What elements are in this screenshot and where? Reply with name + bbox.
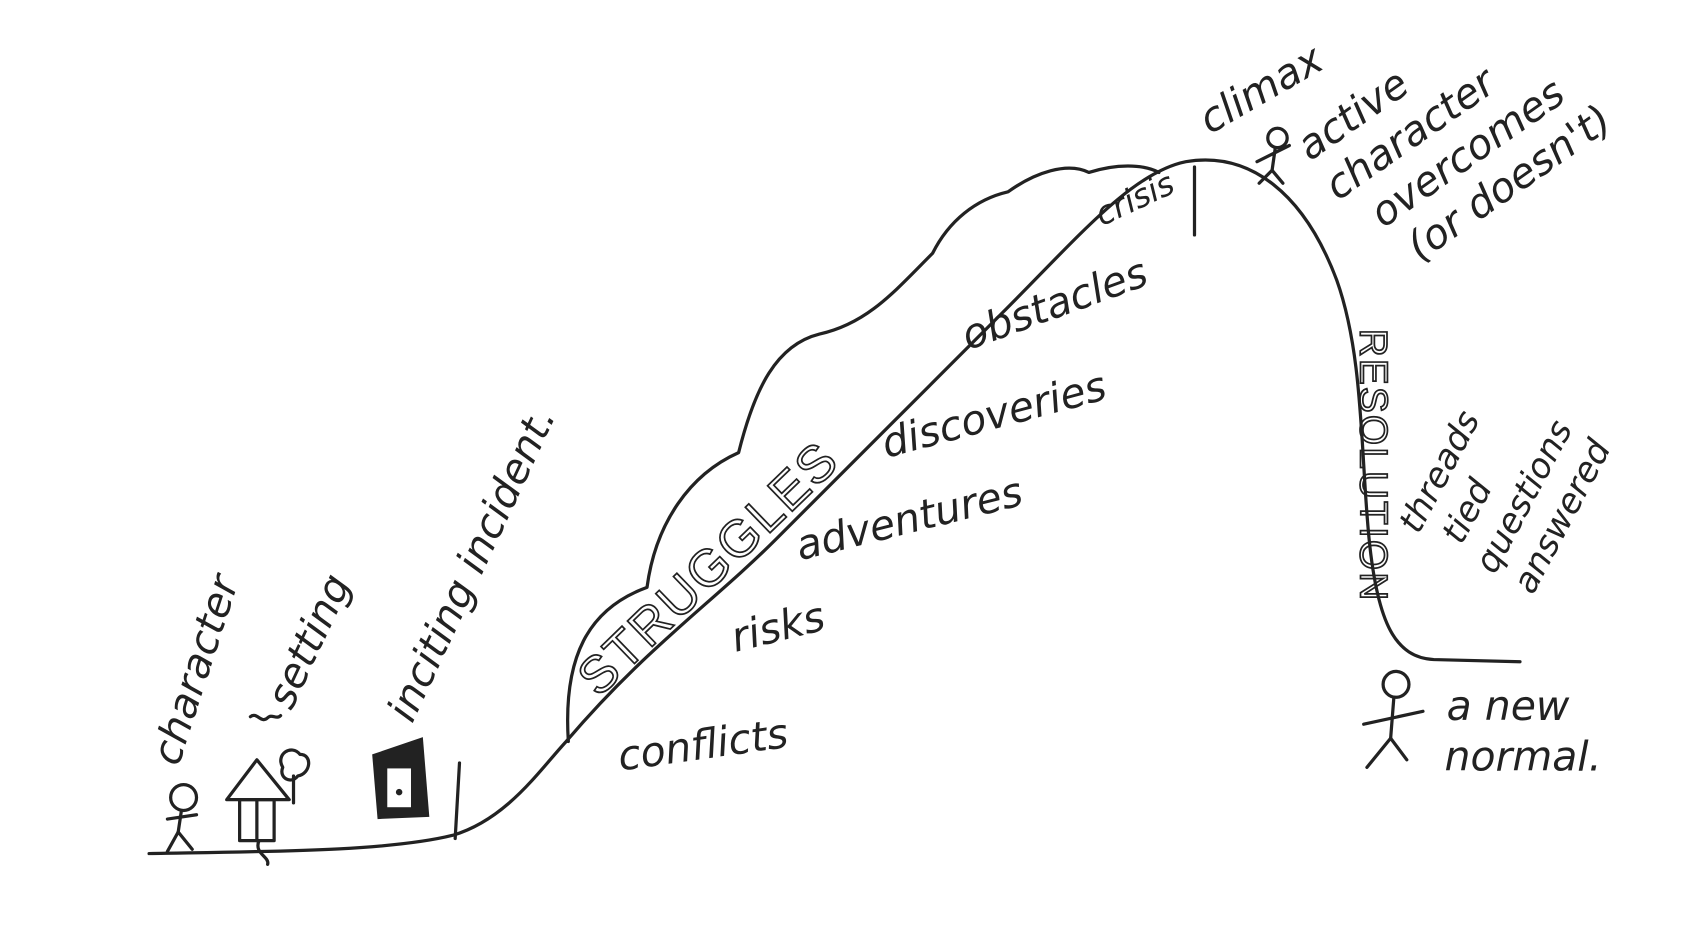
label-risks: risks [726,592,829,661]
character-figure-icon [165,782,199,854]
setting-pointer-icon [248,713,283,722]
label-inciting-incident: inciting incident. [378,399,566,728]
inciting-incident-marker [453,761,462,841]
climax-note: active character overcomes (or doesn't) [1288,57,1620,271]
label-character: character [142,567,249,770]
label-discoveries: discoveries [876,362,1111,468]
tree-icon [279,748,311,805]
resolution-note: threads tied questions answered [1391,404,1620,600]
label-setting: setting [257,567,360,716]
label-obstacles: obstacles [955,248,1154,359]
label-resolution: RESOLUTION [1351,329,1394,603]
label-new-normal-line2: normal. [1445,733,1602,781]
label-conflicts: conflicts [615,709,791,780]
new-normal-figure-icon [1362,669,1425,769]
house-icon [225,758,291,866]
label-new-normal-line1: a new [1447,682,1570,730]
door-icon [372,737,430,820]
struggles-cloud-outline [566,164,1161,744]
story-arc-curve [147,158,1522,856]
label-crisis: crisis [1089,164,1180,233]
climax-figure-icon [1255,126,1291,185]
